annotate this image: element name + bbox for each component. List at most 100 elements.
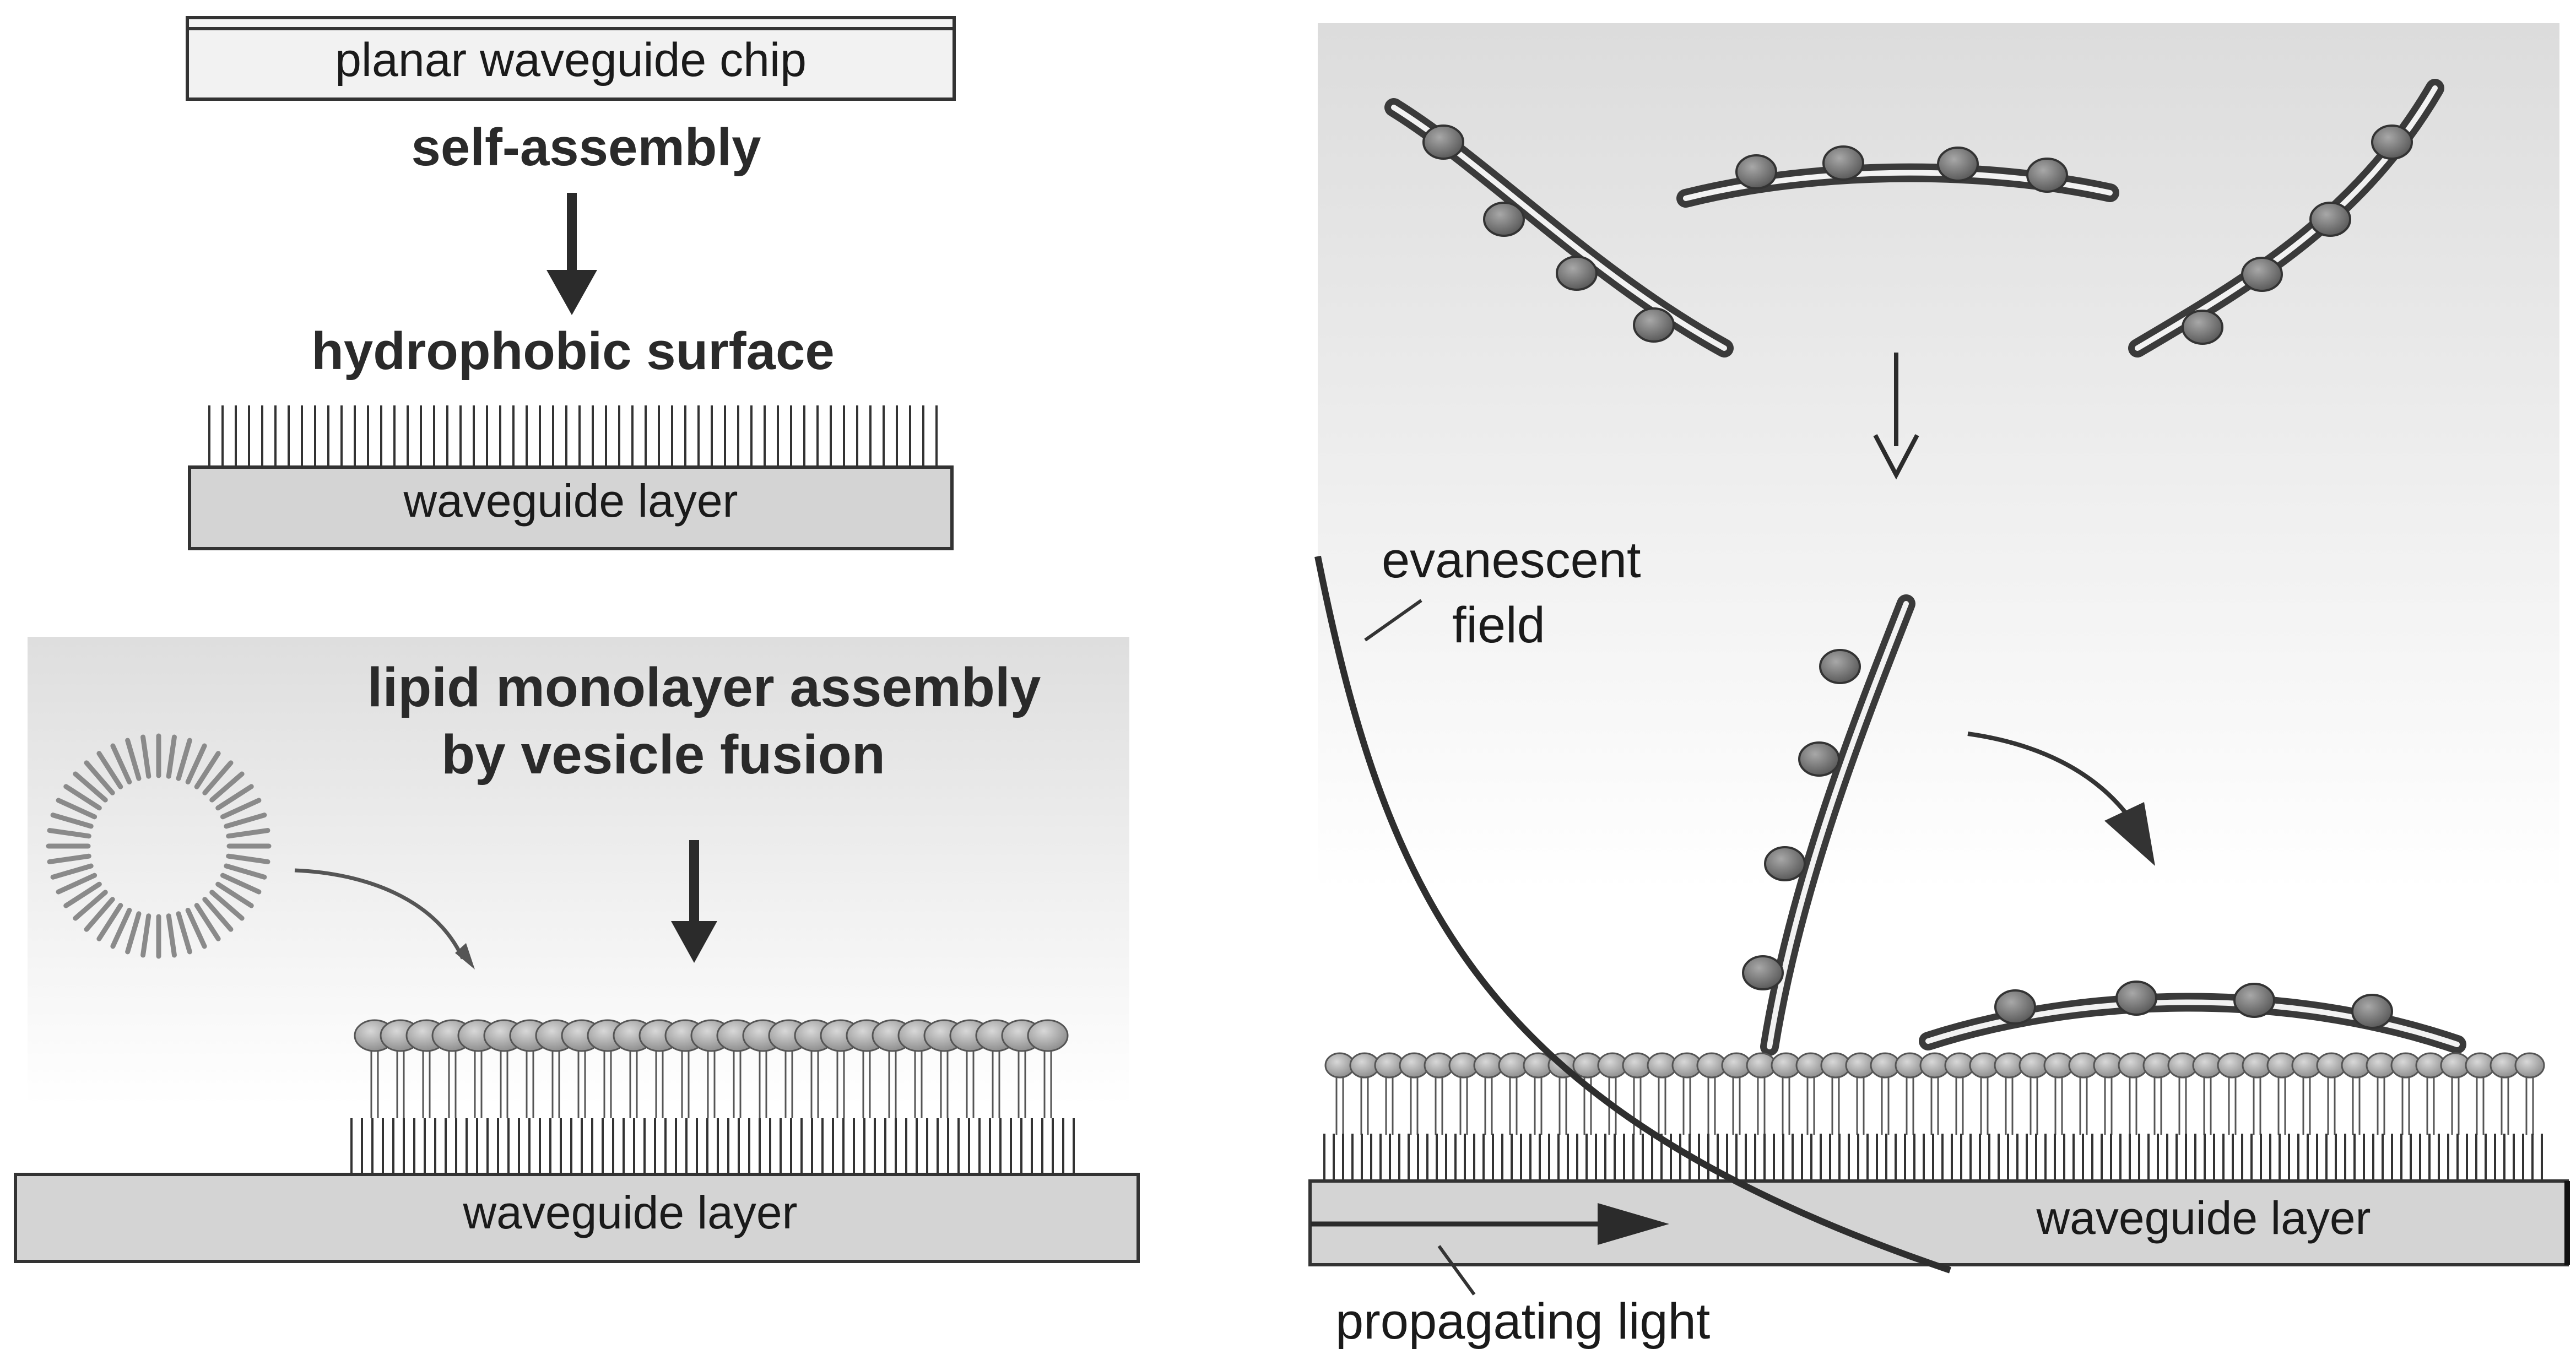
membrane-protein-rod	[1919, 981, 2466, 1054]
vesicle-lipid	[224, 863, 267, 880]
hydrophobic-chains	[208, 405, 938, 467]
lipid-head	[2514, 1052, 2545, 1079]
light-label-leader	[1437, 1245, 1476, 1296]
vesicle-lipid	[125, 738, 142, 781]
protein-domain	[1556, 256, 1598, 291]
vesicle-lipid	[215, 881, 254, 908]
vesicle-lipid	[96, 903, 123, 941]
rotation-arrow	[1967, 732, 2130, 817]
membrane-protein-rod	[1742, 594, 1915, 1056]
protein-domain	[1994, 989, 2036, 1025]
vesicle-lipid	[224, 812, 267, 829]
vesicle-lipid	[125, 911, 142, 955]
hydrophobic-chains-bottom	[350, 1118, 1075, 1174]
protein-domain	[2026, 158, 2068, 193]
vesicle-lipid	[166, 734, 177, 779]
vesicle-lipid	[56, 798, 98, 820]
protein-domain	[2233, 983, 2275, 1018]
vesicle-lipid	[140, 913, 151, 958]
membrane-protein-rod	[1676, 145, 2119, 208]
vesicle-lipid	[176, 911, 192, 955]
protein-domain	[2351, 994, 2393, 1029]
vesicle-lipid	[226, 853, 270, 864]
vesicle-lipid	[73, 771, 108, 803]
vesicle-lipid	[63, 784, 102, 811]
protein-domain	[2309, 202, 2351, 237]
protein-domain	[1742, 955, 1784, 990]
hydrophobic-chains-right	[1323, 1134, 2543, 1181]
right-panel: waveguide layer evanescent field propaga…	[1308, 23, 2570, 1350]
waveguide-layer-bottom-left	[14, 1173, 1140, 1263]
vesicle-lipid	[220, 798, 262, 820]
vesicle-lipid	[185, 743, 207, 785]
vesicle-lipid	[63, 881, 102, 908]
vesicle-lipid	[84, 760, 115, 795]
field-label-leader	[1364, 599, 1422, 642]
waveguide-layer-label-bottom-left: waveguide layer	[462, 1187, 797, 1238]
vesicle-lipid	[220, 873, 262, 895]
chip-label: planar waveguide chip	[335, 34, 807, 86]
lipid-vesicle	[46, 733, 272, 959]
waveguide-layer-label-top: waveguide layer	[403, 475, 738, 527]
propagating-light-label: propagating light	[1335, 1293, 1710, 1350]
vesicle-lipid	[50, 812, 94, 829]
vesicle-lipid	[202, 897, 234, 932]
vesicle-lipid	[194, 751, 221, 789]
protein-domain	[1483, 202, 1525, 237]
vesicle-lipid	[209, 890, 245, 921]
planar-waveguide-chip	[186, 16, 956, 101]
fusion-down-arrow-icon	[671, 840, 717, 963]
self-assembly-label: self-assembly	[411, 118, 761, 177]
protein-domain	[1633, 307, 1675, 343]
vesicle-lipid	[47, 828, 91, 839]
evanescent-label-line1: evanescent	[1382, 532, 1641, 588]
propagating-light-arrow-icon	[1311, 1203, 1669, 1245]
protein-domain	[1937, 147, 1979, 182]
vesicle-lipid	[110, 743, 132, 785]
vesicle-lipid	[96, 751, 123, 789]
monolayer-title-line1: lipid monolayer assembly	[367, 657, 1041, 718]
protein-domain	[1822, 145, 1864, 181]
evanescent-label-line2: field	[1452, 597, 1545, 653]
membrane-protein-rod	[1384, 98, 1734, 358]
evanescent-field-curve	[1314, 555, 1951, 1274]
vesicle-lipid	[73, 890, 108, 921]
top-left-panel: planar waveguide chip self-assembly hydr…	[186, 16, 956, 550]
vesicle-lipid	[209, 771, 245, 803]
vesicle-lipid	[215, 784, 254, 811]
vesicle-curved-arrow	[294, 868, 465, 960]
protein-domain	[1422, 124, 1464, 160]
membrane-protein-rod	[2128, 79, 2444, 358]
protein-domain	[1735, 154, 1777, 189]
vesicle-lipid	[176, 738, 192, 781]
vesicle-lipid	[166, 913, 177, 958]
vesicle-lipid	[47, 853, 91, 864]
lipid-head	[1027, 1019, 1069, 1052]
vesicle-lipid	[226, 828, 270, 839]
vesicle-lipid	[50, 863, 94, 880]
vesicle-lipid	[185, 907, 207, 949]
right-down-arrow-icon	[1873, 353, 1919, 480]
protein-domain	[2182, 310, 2223, 345]
protein-domain	[1819, 649, 1861, 684]
protein-domain	[2115, 981, 2157, 1016]
lipid-monolayer-left	[354, 1019, 1069, 1118]
down-arrow-icon	[546, 193, 597, 315]
vesicle-lipid	[56, 873, 98, 895]
protein-domain	[1764, 846, 1806, 881]
waveguide-layer-top	[188, 465, 954, 550]
vesicle-lipid	[202, 760, 234, 795]
hydrophobic-surface-label: hydrophobic surface	[311, 322, 835, 381]
vesicle-lipid	[110, 907, 132, 949]
protein-domain	[1798, 741, 1840, 777]
vesicle-lipid	[84, 897, 115, 932]
bottom-left-panel: lipid monolayer assembly by vesicle fusi…	[14, 637, 1140, 1263]
waveguide-layer-label-right: waveguide layer	[2036, 1192, 2371, 1244]
protein-domain	[2371, 124, 2413, 160]
membrane-proteins	[1384, 79, 2466, 1056]
vesicle-lipid	[140, 734, 151, 779]
monolayer-title-line2: by vesicle fusion	[441, 724, 885, 786]
protein-domain	[2241, 257, 2283, 292]
vesicle-lipid	[194, 903, 221, 941]
